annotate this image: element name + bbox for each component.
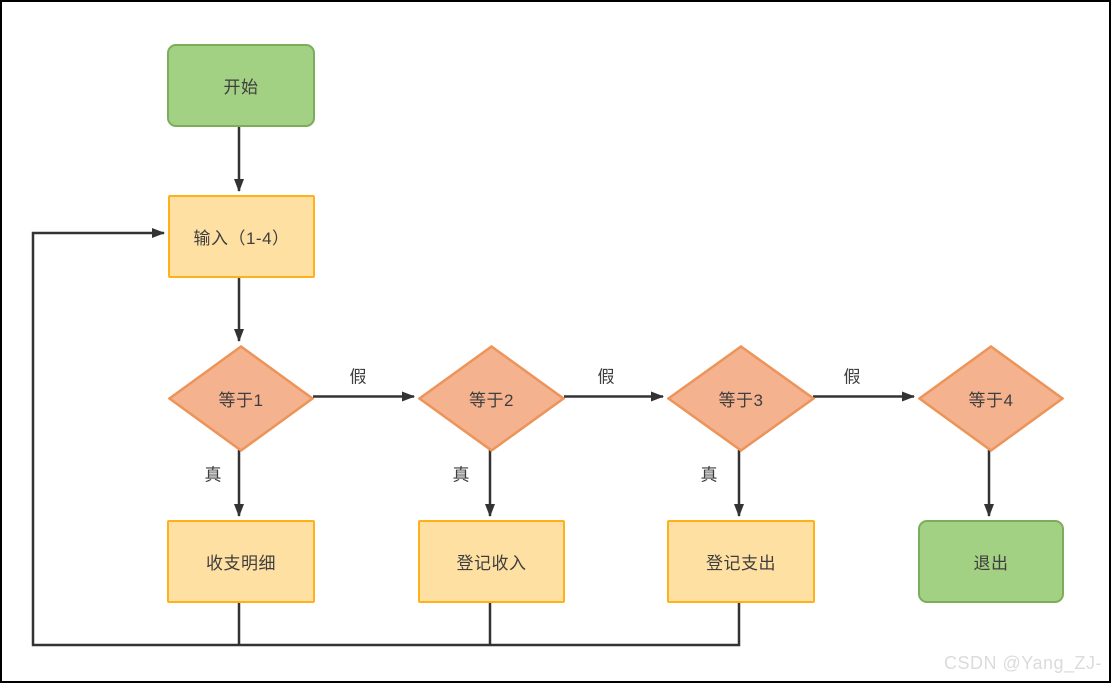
node-eq1-label: 等于1: [218, 391, 264, 410]
diamond-shape: [418, 345, 565, 452]
node-income-label: 登记收入: [456, 554, 527, 573]
watermark: CSDN @Yang_ZJ-: [944, 653, 1102, 673]
edge-label-true-1: 真: [204, 465, 222, 485]
edge-label-false-1: 假: [349, 367, 367, 387]
node-exit-label: 退出: [973, 554, 1009, 573]
diamond-shape: [918, 345, 1064, 452]
node-expense-label: 登记支出: [706, 554, 776, 573]
node-start-label: 开始: [223, 78, 259, 97]
node-eq4: 等于4: [918, 345, 1064, 452]
node-eq3-label: 等于3: [718, 391, 764, 410]
edge-loop-back-to-input: [31, 228, 741, 647]
node-eq4-label: 等于4: [968, 391, 1014, 410]
diamond-shape: [667, 345, 815, 452]
node-exit: 退出: [918, 520, 1064, 603]
edge-label-true-2: 真: [452, 465, 470, 485]
edge-label-false-2: 假: [597, 367, 615, 387]
node-start: 开始: [167, 44, 315, 127]
node-input-label: 输入（1-4）: [193, 229, 290, 248]
edge-label-false-3: 假: [843, 367, 861, 387]
node-eq2: 等于2: [418, 345, 565, 452]
diamond-shape: [168, 345, 314, 452]
node-detail: 收支明细: [167, 520, 315, 603]
node-detail-label: 收支明细: [206, 554, 276, 573]
node-income: 登记收入: [418, 520, 565, 603]
edge-label-true-3: 真: [700, 465, 718, 485]
node-eq1: 等于1: [168, 345, 314, 452]
node-expense: 登记支出: [667, 520, 815, 603]
node-input: 输入（1-4）: [168, 195, 315, 278]
node-eq2-label: 等于2: [469, 391, 514, 410]
node-eq3: 等于3: [667, 345, 815, 452]
